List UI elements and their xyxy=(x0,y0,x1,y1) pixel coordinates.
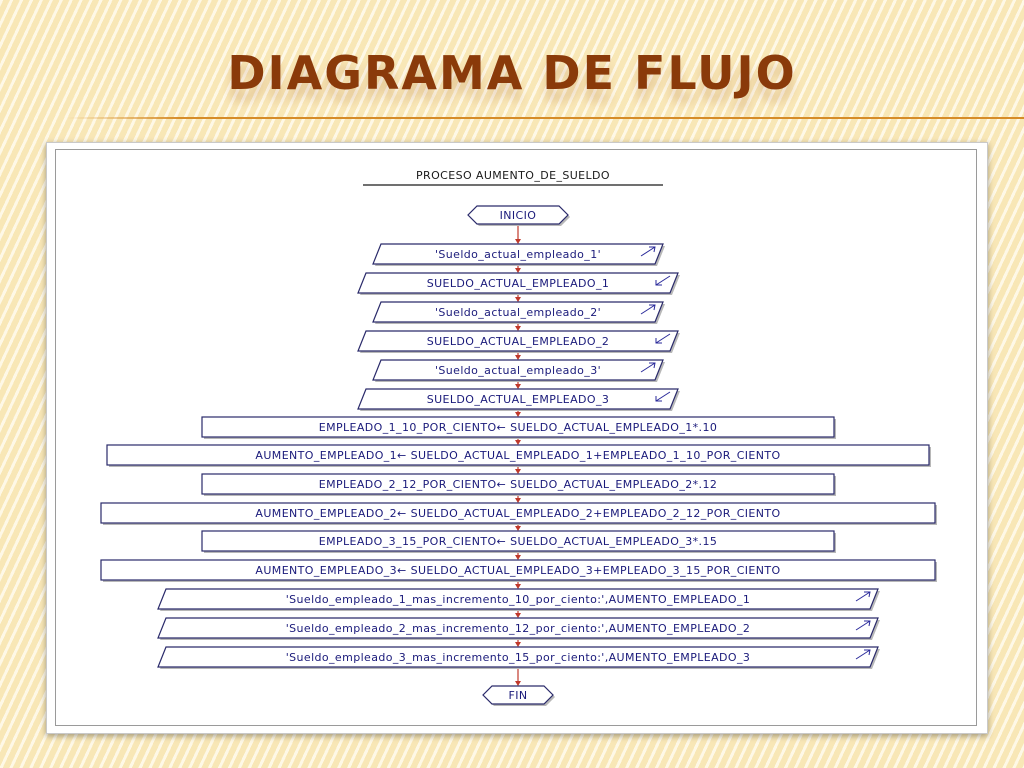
node-label: AUMENTO_EMPLEADO_3← SUELDO_ACTUAL_EMPLEA… xyxy=(255,564,780,577)
output-arrow-icon xyxy=(855,649,871,660)
flow-arrowhead xyxy=(515,613,521,618)
input-shape xyxy=(357,388,679,410)
flow-node-terminal: FIN xyxy=(482,685,555,706)
output-shape xyxy=(157,646,879,668)
input-arrow-icon xyxy=(655,333,671,344)
flowchart-canvas: PROCESO AUMENTO_DE_SUELDO INICIO 'Sueldo_a… xyxy=(100,169,937,706)
flow-node-process: EMPLEADO_1_10_POR_CIENTO← SUELDO_ACTUAL_… xyxy=(201,416,836,439)
node-label: INICIO xyxy=(500,209,537,222)
flow-arrowhead xyxy=(515,584,521,589)
process-shape xyxy=(106,444,930,466)
input-shape xyxy=(357,330,679,352)
diagram-frame xyxy=(55,149,977,726)
flow-node-input: SUELDO_ACTUAL_EMPLEADO_2 xyxy=(357,330,680,353)
input-arrow-icon xyxy=(655,275,671,286)
flow-arrowhead xyxy=(515,239,521,244)
flow-node-process: AUMENTO_EMPLEADO_1← SUELDO_ACTUAL_EMPLEA… xyxy=(106,444,931,467)
output-arrow-icon xyxy=(640,362,656,373)
flow-node-process: AUMENTO_EMPLEADO_3← SUELDO_ACTUAL_EMPLEA… xyxy=(100,559,937,582)
flow-arrowhead xyxy=(515,555,521,560)
slide-title: DIAGRAMA DE FLUJO xyxy=(227,46,797,100)
node-label: SUELDO_ACTUAL_EMPLEADO_2 xyxy=(427,335,610,348)
flow-node-input: SUELDO_ACTUAL_EMPLEADO_1 xyxy=(357,272,680,295)
output-shape xyxy=(157,617,879,639)
node-label: 'Sueldo_actual_empleado_3' xyxy=(435,364,601,377)
process-title: PROCESO AUMENTO_DE_SUELDO xyxy=(416,169,610,182)
flow-arrowhead xyxy=(515,384,521,389)
flow-node-output: 'Sueldo_empleado_2_mas_incremento_12_por… xyxy=(157,617,880,640)
flow-arrowhead xyxy=(515,326,521,331)
flow-arrowhead xyxy=(515,642,521,647)
terminal-shape xyxy=(467,205,569,225)
node-label: AUMENTO_EMPLEADO_2← SUELDO_ACTUAL_EMPLEA… xyxy=(255,507,780,520)
output-arrow-icon xyxy=(855,620,871,631)
output-arrow-icon xyxy=(640,304,656,315)
process-shape xyxy=(100,502,936,524)
process-shape xyxy=(201,416,835,438)
flow-node-process: EMPLEADO_3_15_POR_CIENTO← SUELDO_ACTUAL_… xyxy=(201,530,836,553)
title-divider xyxy=(66,117,1024,119)
input-arrow-icon xyxy=(655,391,671,402)
flow-arrowhead xyxy=(515,681,521,686)
diagram-panel: PROCESO AUMENTO_DE_SUELDO INICIO 'Sueldo_a… xyxy=(46,142,988,734)
flow-node-output: 'Sueldo_empleado_3_mas_incremento_15_por… xyxy=(157,646,880,669)
flow-node-output: 'Sueldo_actual_empleado_3' xyxy=(372,359,665,382)
flow-node-process: AUMENTO_EMPLEADO_2← SUELDO_ACTUAL_EMPLEA… xyxy=(100,502,937,525)
node-label: 'Sueldo_empleado_2_mas_incremento_12_por… xyxy=(286,622,751,635)
flow-arrowhead xyxy=(515,355,521,360)
node-label: 'Sueldo_empleado_1_mas_incremento_10_por… xyxy=(286,593,751,606)
flow-arrowhead xyxy=(515,469,521,474)
node-label: 'Sueldo_actual_empleado_2' xyxy=(435,306,601,319)
node-label: 'Sueldo_actual_empleado_1' xyxy=(435,248,601,261)
flow-arrowhead xyxy=(515,498,521,503)
node-label: SUELDO_ACTUAL_EMPLEADO_1 xyxy=(427,277,610,290)
node-label: EMPLEADO_2_12_POR_CIENTO← SUELDO_ACTUAL_… xyxy=(319,478,718,491)
node-label: 'Sueldo_empleado_3_mas_incremento_15_por… xyxy=(286,651,751,664)
process-shape xyxy=(201,530,835,552)
flow-arrowhead xyxy=(515,440,521,445)
flow-node-terminal: INICIO xyxy=(467,205,570,226)
node-label: AUMENTO_EMPLEADO_1← SUELDO_ACTUAL_EMPLEA… xyxy=(255,449,780,462)
flow-node-process: EMPLEADO_2_12_POR_CIENTO← SUELDO_ACTUAL_… xyxy=(201,473,836,496)
process-shape xyxy=(201,473,835,495)
process-shape xyxy=(100,559,936,581)
node-label: EMPLEADO_3_15_POR_CIENTO← SUELDO_ACTUAL_… xyxy=(319,535,718,548)
output-shape xyxy=(372,359,664,381)
flow-arrowhead xyxy=(515,268,521,273)
terminal-shape xyxy=(482,685,554,705)
output-shape xyxy=(372,301,664,323)
output-shape xyxy=(372,243,664,265)
node-label: EMPLEADO_1_10_POR_CIENTO← SUELDO_ACTUAL_… xyxy=(319,421,718,434)
output-arrow-icon xyxy=(855,591,871,602)
flow-arrowhead xyxy=(515,297,521,302)
flow-arrowhead xyxy=(515,526,521,531)
flow-node-output: 'Sueldo_actual_empleado_2' xyxy=(372,301,665,324)
flow-node-input: SUELDO_ACTUAL_EMPLEADO_3 xyxy=(357,388,680,411)
flow-node-output: 'Sueldo_actual_empleado_1' xyxy=(372,243,665,266)
flow-arrowhead xyxy=(515,412,521,417)
output-arrow-icon xyxy=(640,246,656,257)
flow-node-output: 'Sueldo_empleado_1_mas_incremento_10_por… xyxy=(157,588,880,611)
node-label: SUELDO_ACTUAL_EMPLEADO_3 xyxy=(427,393,610,406)
output-shape xyxy=(157,588,879,610)
node-label: FIN xyxy=(509,689,528,702)
input-shape xyxy=(357,272,679,294)
